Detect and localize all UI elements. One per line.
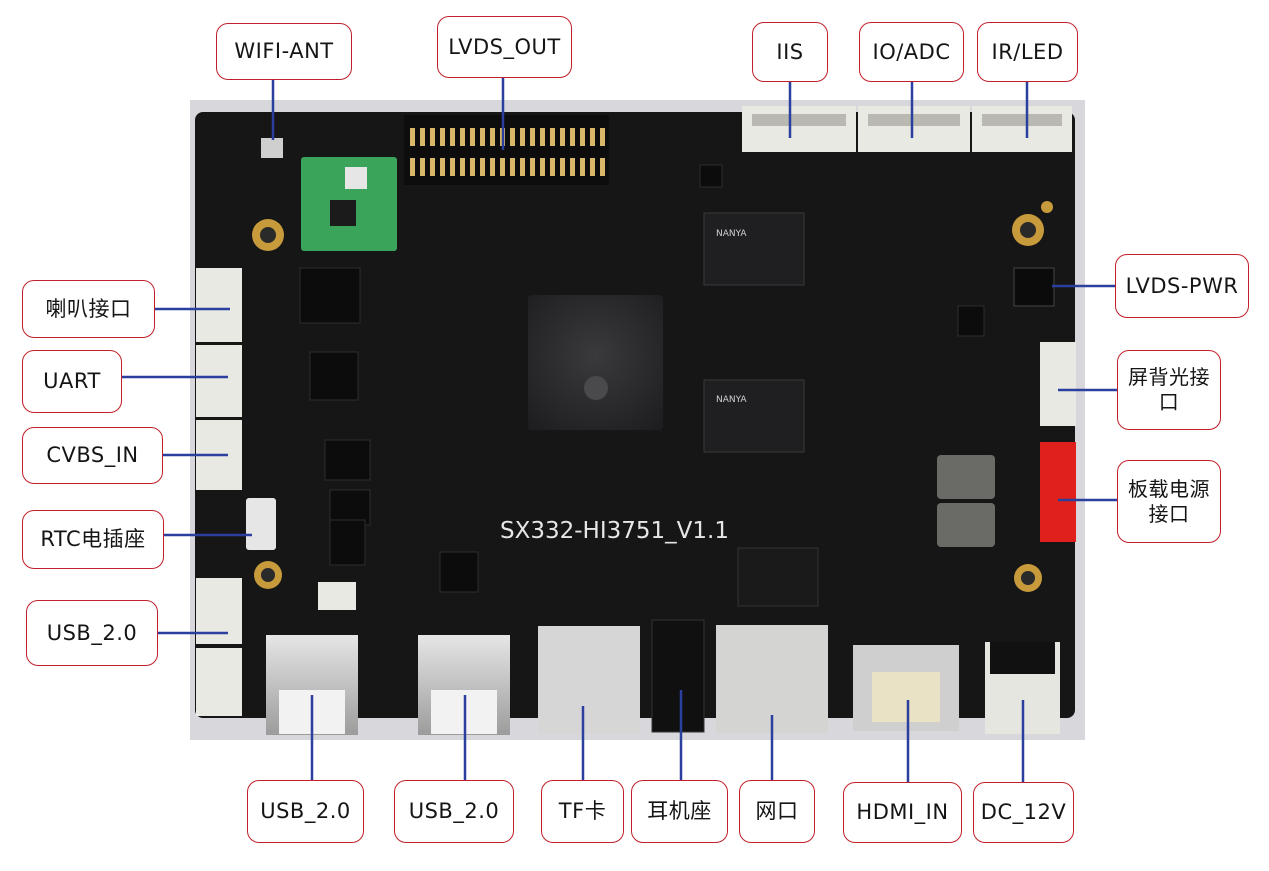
uart-label: UART (22, 350, 122, 413)
lvds-pin (570, 158, 575, 176)
lvds-pin (530, 128, 535, 146)
dc-12v-label: DC_12V (973, 782, 1074, 843)
ethernet-label: 网口 (739, 780, 815, 843)
lvds-pin (600, 158, 605, 176)
lvds-pin (410, 128, 415, 146)
power-header-connector (1040, 442, 1076, 542)
soc-chip (528, 295, 663, 430)
wifi-ant-label: WIFI-ANT (216, 23, 352, 80)
usb-header-connector-2 (196, 648, 242, 716)
dc-jack-top (990, 642, 1055, 674)
hdmi-in-label: HDMI_IN (843, 782, 962, 843)
headphone-jack (651, 619, 705, 733)
backlight-connector (1040, 342, 1076, 426)
lvds-pin (490, 158, 495, 176)
lvds-pin (570, 128, 575, 146)
lvds-pin (580, 128, 585, 146)
io-adc-label: IO/ADC (859, 22, 964, 82)
lvds-pin (540, 158, 545, 176)
ram-chip-1 (703, 212, 805, 286)
wifi-chip (330, 200, 356, 226)
lvds-pin (580, 158, 585, 176)
ir-led-connector (972, 106, 1072, 152)
lvds-pin (520, 158, 525, 176)
lvds-pin (440, 128, 445, 146)
ram-chip-2-mark: NANYA (716, 395, 747, 405)
soc-logo (584, 376, 608, 400)
wifi-antenna-connector (261, 138, 283, 158)
headphone-label: 耳机座 (631, 780, 728, 843)
usb-bottom-1-label: USB_2.0 (247, 780, 364, 843)
lvds-pin (490, 128, 495, 146)
top-connector-slots (752, 114, 1062, 126)
lvds-pin (450, 128, 455, 146)
ir-led-label: IR/LED (977, 22, 1078, 82)
ethernet-transformer (737, 547, 819, 607)
usb-left-label: USB_2.0 (26, 600, 158, 666)
lvds-pin (470, 128, 475, 146)
lvds-pin (500, 158, 505, 176)
lvds-pin (560, 158, 565, 176)
lvds-pin (430, 128, 435, 146)
lvds-pin (460, 128, 465, 146)
lvds-pin (590, 128, 595, 146)
lvds-pwr-label: LVDS-PWR (1115, 254, 1249, 318)
lvds-pwr-jumper (1013, 267, 1055, 307)
wifi-module-shield (345, 167, 367, 189)
lvds-pin (460, 158, 465, 176)
lvds-pin (410, 158, 415, 176)
board-model-silk: SX332-HI3751_V1.1 (500, 518, 729, 544)
rtc-label: RTC电插座 (22, 510, 164, 569)
rtc-connector (246, 498, 276, 550)
lvds-pin (450, 158, 455, 176)
lvds-pin (480, 158, 485, 176)
lvds-out-label: LVDS_OUT (437, 16, 572, 78)
leader-lines (122, 78, 1117, 782)
lvds-pin (550, 128, 555, 146)
iis-label: IIS (752, 22, 828, 82)
cvbs-in-label: CVBS_IN (22, 427, 163, 484)
mounting-holes (252, 201, 1053, 592)
lvds-pin (510, 158, 515, 176)
iis-connector (742, 106, 856, 152)
lvds-pin (420, 128, 425, 146)
tf-card-label: TF卡 (541, 780, 624, 843)
lvds-pin (430, 158, 435, 176)
lvds-out-header (404, 115, 609, 185)
hdmi-port-opening (872, 672, 940, 722)
lvds-pin (530, 158, 535, 176)
board-power-label: 板载电源接口 (1117, 460, 1221, 543)
con5-connector (318, 582, 356, 610)
lvds-pin (600, 128, 605, 146)
usb-bottom-2-label: USB_2.0 (394, 780, 514, 843)
lvds-pin (550, 158, 555, 176)
uart-connector (196, 345, 242, 417)
lvds-pin (470, 158, 475, 176)
tf-card-slot (538, 626, 640, 734)
lvds-pin (560, 128, 565, 146)
speaker-connector (196, 268, 242, 342)
io-adc-connector (858, 106, 970, 152)
lvds-pin (590, 158, 595, 176)
misc-ics (299, 164, 985, 593)
inductor-1 (937, 455, 995, 499)
lvds-pin (440, 158, 445, 176)
ram-chip-1-mark: NANYA (716, 229, 747, 239)
lvds-pin (540, 128, 545, 146)
lvds-pin (420, 158, 425, 176)
ram-chip-2 (703, 379, 805, 453)
lvds-pin (510, 128, 515, 146)
speaker-label: 喇叭接口 (22, 280, 155, 338)
lvds-pin (480, 128, 485, 146)
lvds-pin (520, 128, 525, 146)
backlight-label: 屏背光接口 (1117, 350, 1221, 430)
inductor-2 (937, 503, 995, 547)
left-connectors (196, 268, 242, 716)
